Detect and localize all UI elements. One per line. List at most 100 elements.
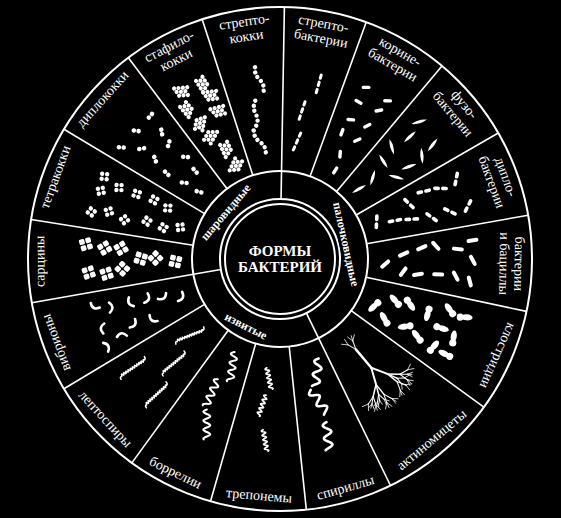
actinomyces-branch — [397, 378, 402, 384]
sarcina-cell — [141, 253, 148, 260]
bacterium — [148, 315, 158, 323]
sector-line — [32, 274, 194, 302]
spiral — [126, 297, 133, 307]
coccus — [200, 128, 205, 133]
bacterium — [420, 148, 424, 164]
sarcina-cell — [105, 266, 112, 273]
ring-inner — [220, 199, 340, 319]
bacterium — [190, 72, 212, 95]
actinomyces-branch — [372, 397, 373, 404]
bacterium — [140, 215, 153, 228]
fusobacterium — [378, 154, 389, 169]
spore — [432, 322, 441, 331]
bacterium — [181, 154, 191, 159]
coccus — [200, 89, 206, 95]
sector-line — [31, 220, 193, 246]
coccus — [233, 156, 238, 161]
sector-illustration — [331, 86, 392, 175]
coccus — [207, 106, 213, 112]
coccus — [217, 142, 223, 148]
sector-line — [337, 66, 442, 192]
coccus — [151, 154, 157, 160]
sector-illustration — [78, 237, 182, 281]
sarcina-cell — [168, 261, 175, 268]
rod — [466, 237, 479, 243]
bacterium — [116, 145, 126, 150]
coccus — [252, 133, 258, 139]
sarcina-cell — [83, 273, 90, 280]
sarcina-cell — [170, 254, 177, 261]
bacterium — [466, 275, 473, 288]
coccus — [159, 132, 164, 137]
rod — [408, 203, 416, 210]
spiral — [203, 409, 210, 439]
coccus — [103, 207, 108, 212]
coccus — [88, 205, 94, 211]
bacterium — [203, 409, 210, 439]
coccus — [238, 163, 243, 168]
coccus — [212, 105, 218, 111]
coccus — [171, 86, 177, 92]
bacterium — [113, 240, 129, 256]
coccus — [220, 103, 226, 109]
coccus — [192, 126, 197, 131]
bacterium — [402, 295, 417, 312]
bacterium — [369, 169, 377, 185]
actinomyces-branch — [378, 401, 379, 405]
bacterium — [401, 163, 417, 171]
actinomyces-branch — [400, 390, 402, 395]
coccus — [175, 223, 180, 228]
actinomyces-branch — [387, 374, 396, 378]
coccus — [159, 127, 164, 132]
spiral — [322, 422, 332, 451]
bacterium — [103, 206, 115, 218]
sector-illustration — [366, 293, 473, 361]
bacterium — [114, 260, 131, 277]
actinomyces-branch — [406, 383, 412, 385]
bacterium — [190, 166, 200, 176]
sector-line — [289, 347, 306, 510]
coccus — [208, 134, 212, 138]
bacterium — [402, 197, 415, 210]
center-circle: ФОРМЫ БАКТЕРИЙ — [224, 203, 336, 315]
coccus — [201, 123, 206, 128]
actinomyces-branch — [376, 384, 384, 394]
bacterium — [126, 297, 133, 307]
coccus — [194, 188, 200, 194]
rod — [404, 217, 411, 221]
ring-divider — [306, 313, 318, 338]
bacterium — [387, 217, 402, 224]
coccus — [202, 115, 207, 120]
coccus — [144, 222, 150, 228]
bacterium — [443, 301, 458, 318]
rod — [431, 216, 439, 223]
spore — [449, 339, 457, 347]
rod — [379, 259, 391, 270]
coccus — [211, 130, 215, 134]
coccus — [259, 140, 265, 146]
coccus — [214, 113, 220, 119]
sector-illustration — [89, 292, 184, 352]
coccus — [181, 227, 186, 232]
bacterium — [175, 98, 196, 120]
sarcina-cell — [85, 237, 92, 244]
actinomyces-branch — [404, 375, 409, 378]
rod — [432, 272, 444, 276]
bacterium — [251, 98, 260, 128]
sector-line — [351, 311, 484, 407]
coccus — [235, 160, 240, 165]
actinomyces-branch — [404, 378, 409, 380]
center-title: ФОРМЫ БАКТЕРИЙ — [238, 243, 322, 276]
bacterium — [95, 185, 106, 196]
bacterium — [171, 79, 194, 102]
bacterium — [159, 127, 165, 137]
bacterium — [137, 145, 147, 151]
coccus — [150, 194, 156, 200]
coccus — [251, 127, 257, 133]
coccus — [234, 164, 239, 169]
actinomyces-branch — [371, 404, 372, 408]
rod — [318, 73, 323, 80]
sarcina-cell — [133, 257, 140, 264]
spiral — [202, 378, 220, 408]
rod — [397, 250, 410, 259]
